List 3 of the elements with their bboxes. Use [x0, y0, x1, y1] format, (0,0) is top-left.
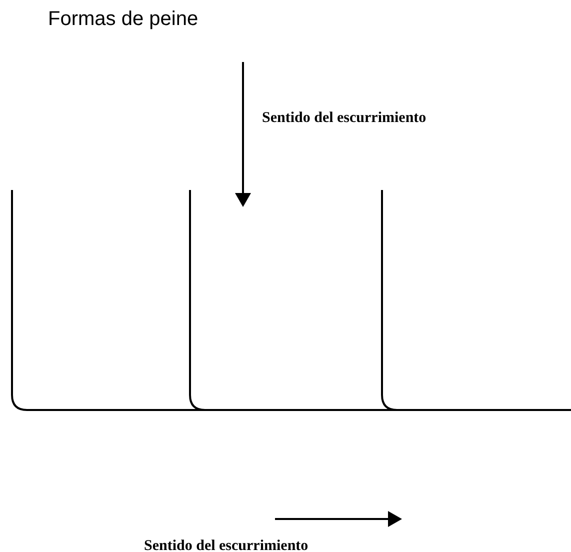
- diagram-title: Formas de peine: [48, 8, 198, 31]
- flow-direction-label: Sentido del escurrimiento: [262, 110, 426, 127]
- flow-direction-label: Sentido del escurrimiento: [144, 538, 308, 552]
